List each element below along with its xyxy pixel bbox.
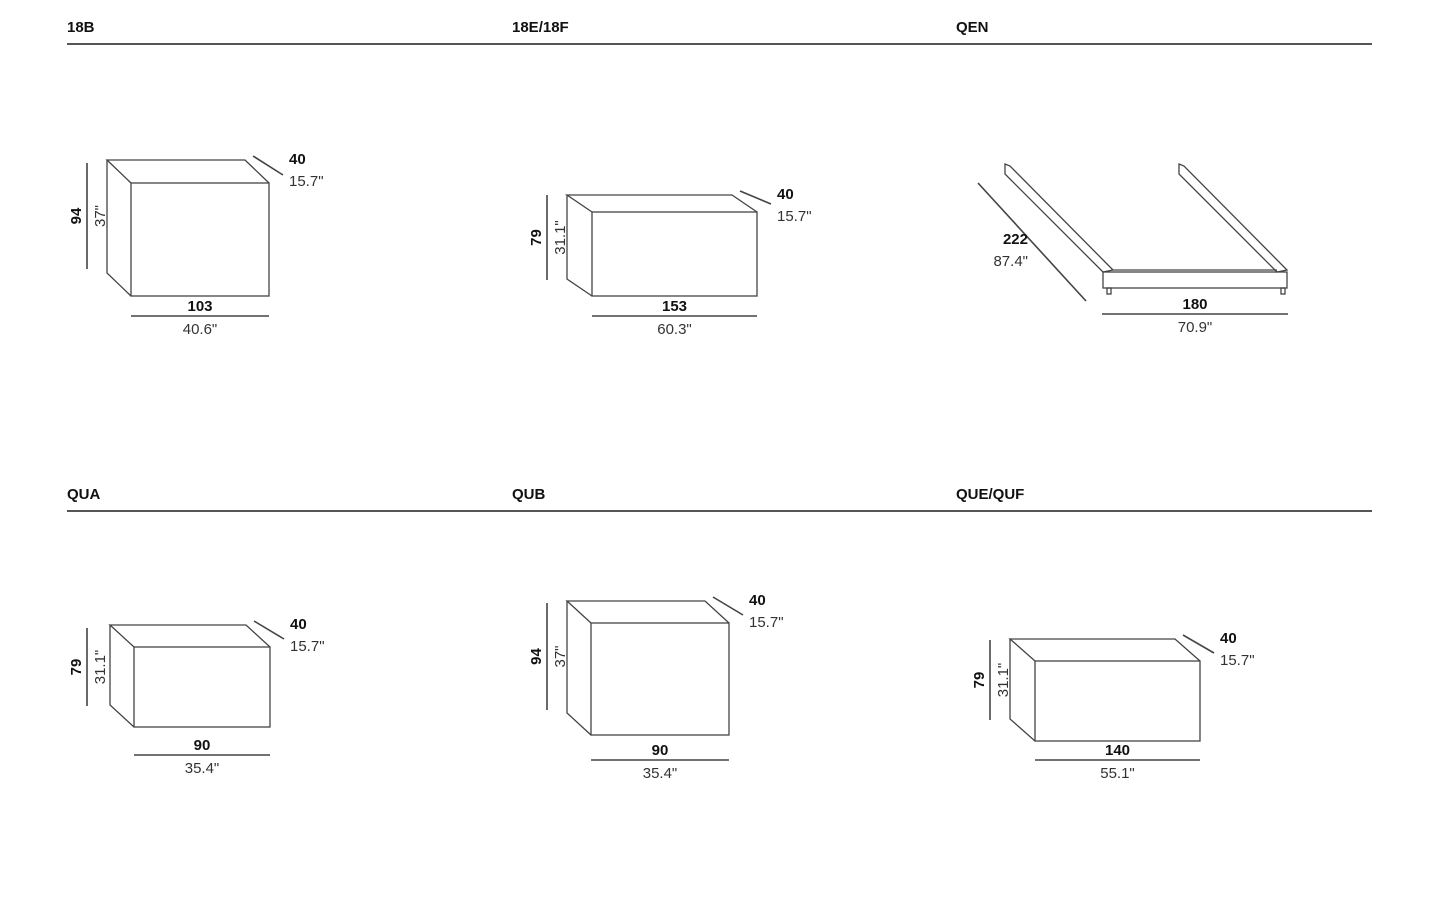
width-in-label: 55.1" (1100, 765, 1135, 782)
box-top-face (1008, 638, 1201, 662)
box-side-face (109, 625, 135, 728)
height-in-label: 37" (552, 645, 569, 667)
depth-in-label: 15.7" (777, 208, 812, 225)
box-side-face (566, 195, 593, 297)
width-in-label: 35.4" (643, 765, 678, 782)
drawing-18e-18f: 79 31.1" 153 60.3" 40 15.7" (528, 186, 812, 338)
depth-cm-label: 40 (289, 151, 306, 168)
depth-in-label: 15.7" (749, 614, 784, 631)
box-side-face (106, 160, 132, 297)
drawing-qub: 94 37" 90 35.4" 40 15.7" (528, 592, 784, 782)
width-in-label: 35.4" (185, 760, 220, 777)
box-top-face (108, 624, 271, 648)
width-cm-label: 140 (1105, 742, 1130, 759)
section-title-18b: 18B (67, 19, 95, 36)
length-cm-label: 222 (1003, 231, 1028, 248)
section-title-qen: QEN (956, 19, 989, 36)
box-top-face (105, 159, 270, 184)
box-front-face (1034, 660, 1201, 742)
width-cm-label: 180 (1182, 296, 1207, 313)
box-top-face (564, 194, 758, 213)
height-cm-label: 79 (68, 659, 85, 676)
box-front-face (130, 182, 270, 297)
width-in-label: 60.3" (657, 321, 692, 338)
drawing-qen: 222 87.4" 180 70.9" (977, 163, 1289, 336)
width-cm-label: 153 (662, 298, 687, 315)
drawing-qua: 79 31.1" 90 35.4" 40 15.7" (68, 616, 325, 777)
depth-cm-label: 40 (777, 186, 794, 203)
box-front-face (590, 622, 730, 736)
height-cm-label: 94 (528, 648, 545, 665)
height-cm-label: 79 (528, 229, 545, 246)
depth-cm-label: 40 (290, 616, 307, 633)
length-in-label: 87.4" (993, 253, 1028, 270)
depth-dimension-line (739, 190, 772, 205)
depth-dimension-line (712, 596, 744, 616)
section-title-qua: QUA (67, 486, 101, 503)
width-in-label: 70.9" (1178, 319, 1213, 336)
section-title-que-quf: QUE/QUF (956, 486, 1025, 503)
depth-dimension-line (252, 155, 284, 176)
divider-bottom (67, 510, 1372, 512)
depth-cm-label: 40 (749, 592, 766, 609)
height-in-label: 37" (92, 205, 109, 227)
height-in-label: 31.1" (552, 220, 569, 255)
box-top-face (565, 600, 730, 624)
box-front-face (133, 646, 271, 728)
width-cm-label: 103 (187, 298, 212, 315)
divider-top (67, 43, 1372, 45)
box-side-face (1009, 639, 1036, 742)
box-side-face (566, 601, 592, 736)
box-front-face (591, 211, 758, 297)
depth-cm-label: 40 (1220, 630, 1237, 647)
depth-in-label: 15.7" (1220, 652, 1255, 669)
depth-dimension-line (253, 620, 285, 640)
drawing-que-quf: 79 31.1" 140 55.1" 40 15.7" (971, 630, 1255, 782)
depth-in-label: 15.7" (290, 638, 325, 655)
width-cm-label: 90 (194, 737, 211, 754)
section-title-qub: QUB (512, 486, 546, 503)
height-in-label: 31.1" (92, 650, 109, 685)
section-title-18e-18f: 18E/18F (512, 19, 569, 36)
height-cm-label: 94 (68, 207, 85, 224)
height-cm-label: 79 (971, 672, 988, 689)
depth-dimension-line (1182, 634, 1215, 654)
width-cm-label: 90 (652, 742, 669, 759)
drawing-18b: 94 37" 103 40.6" 40 15.7" (68, 151, 324, 338)
width-in-label: 40.6" (183, 321, 218, 338)
height-in-label: 31.1" (995, 663, 1012, 698)
depth-in-label: 15.7" (289, 173, 324, 190)
